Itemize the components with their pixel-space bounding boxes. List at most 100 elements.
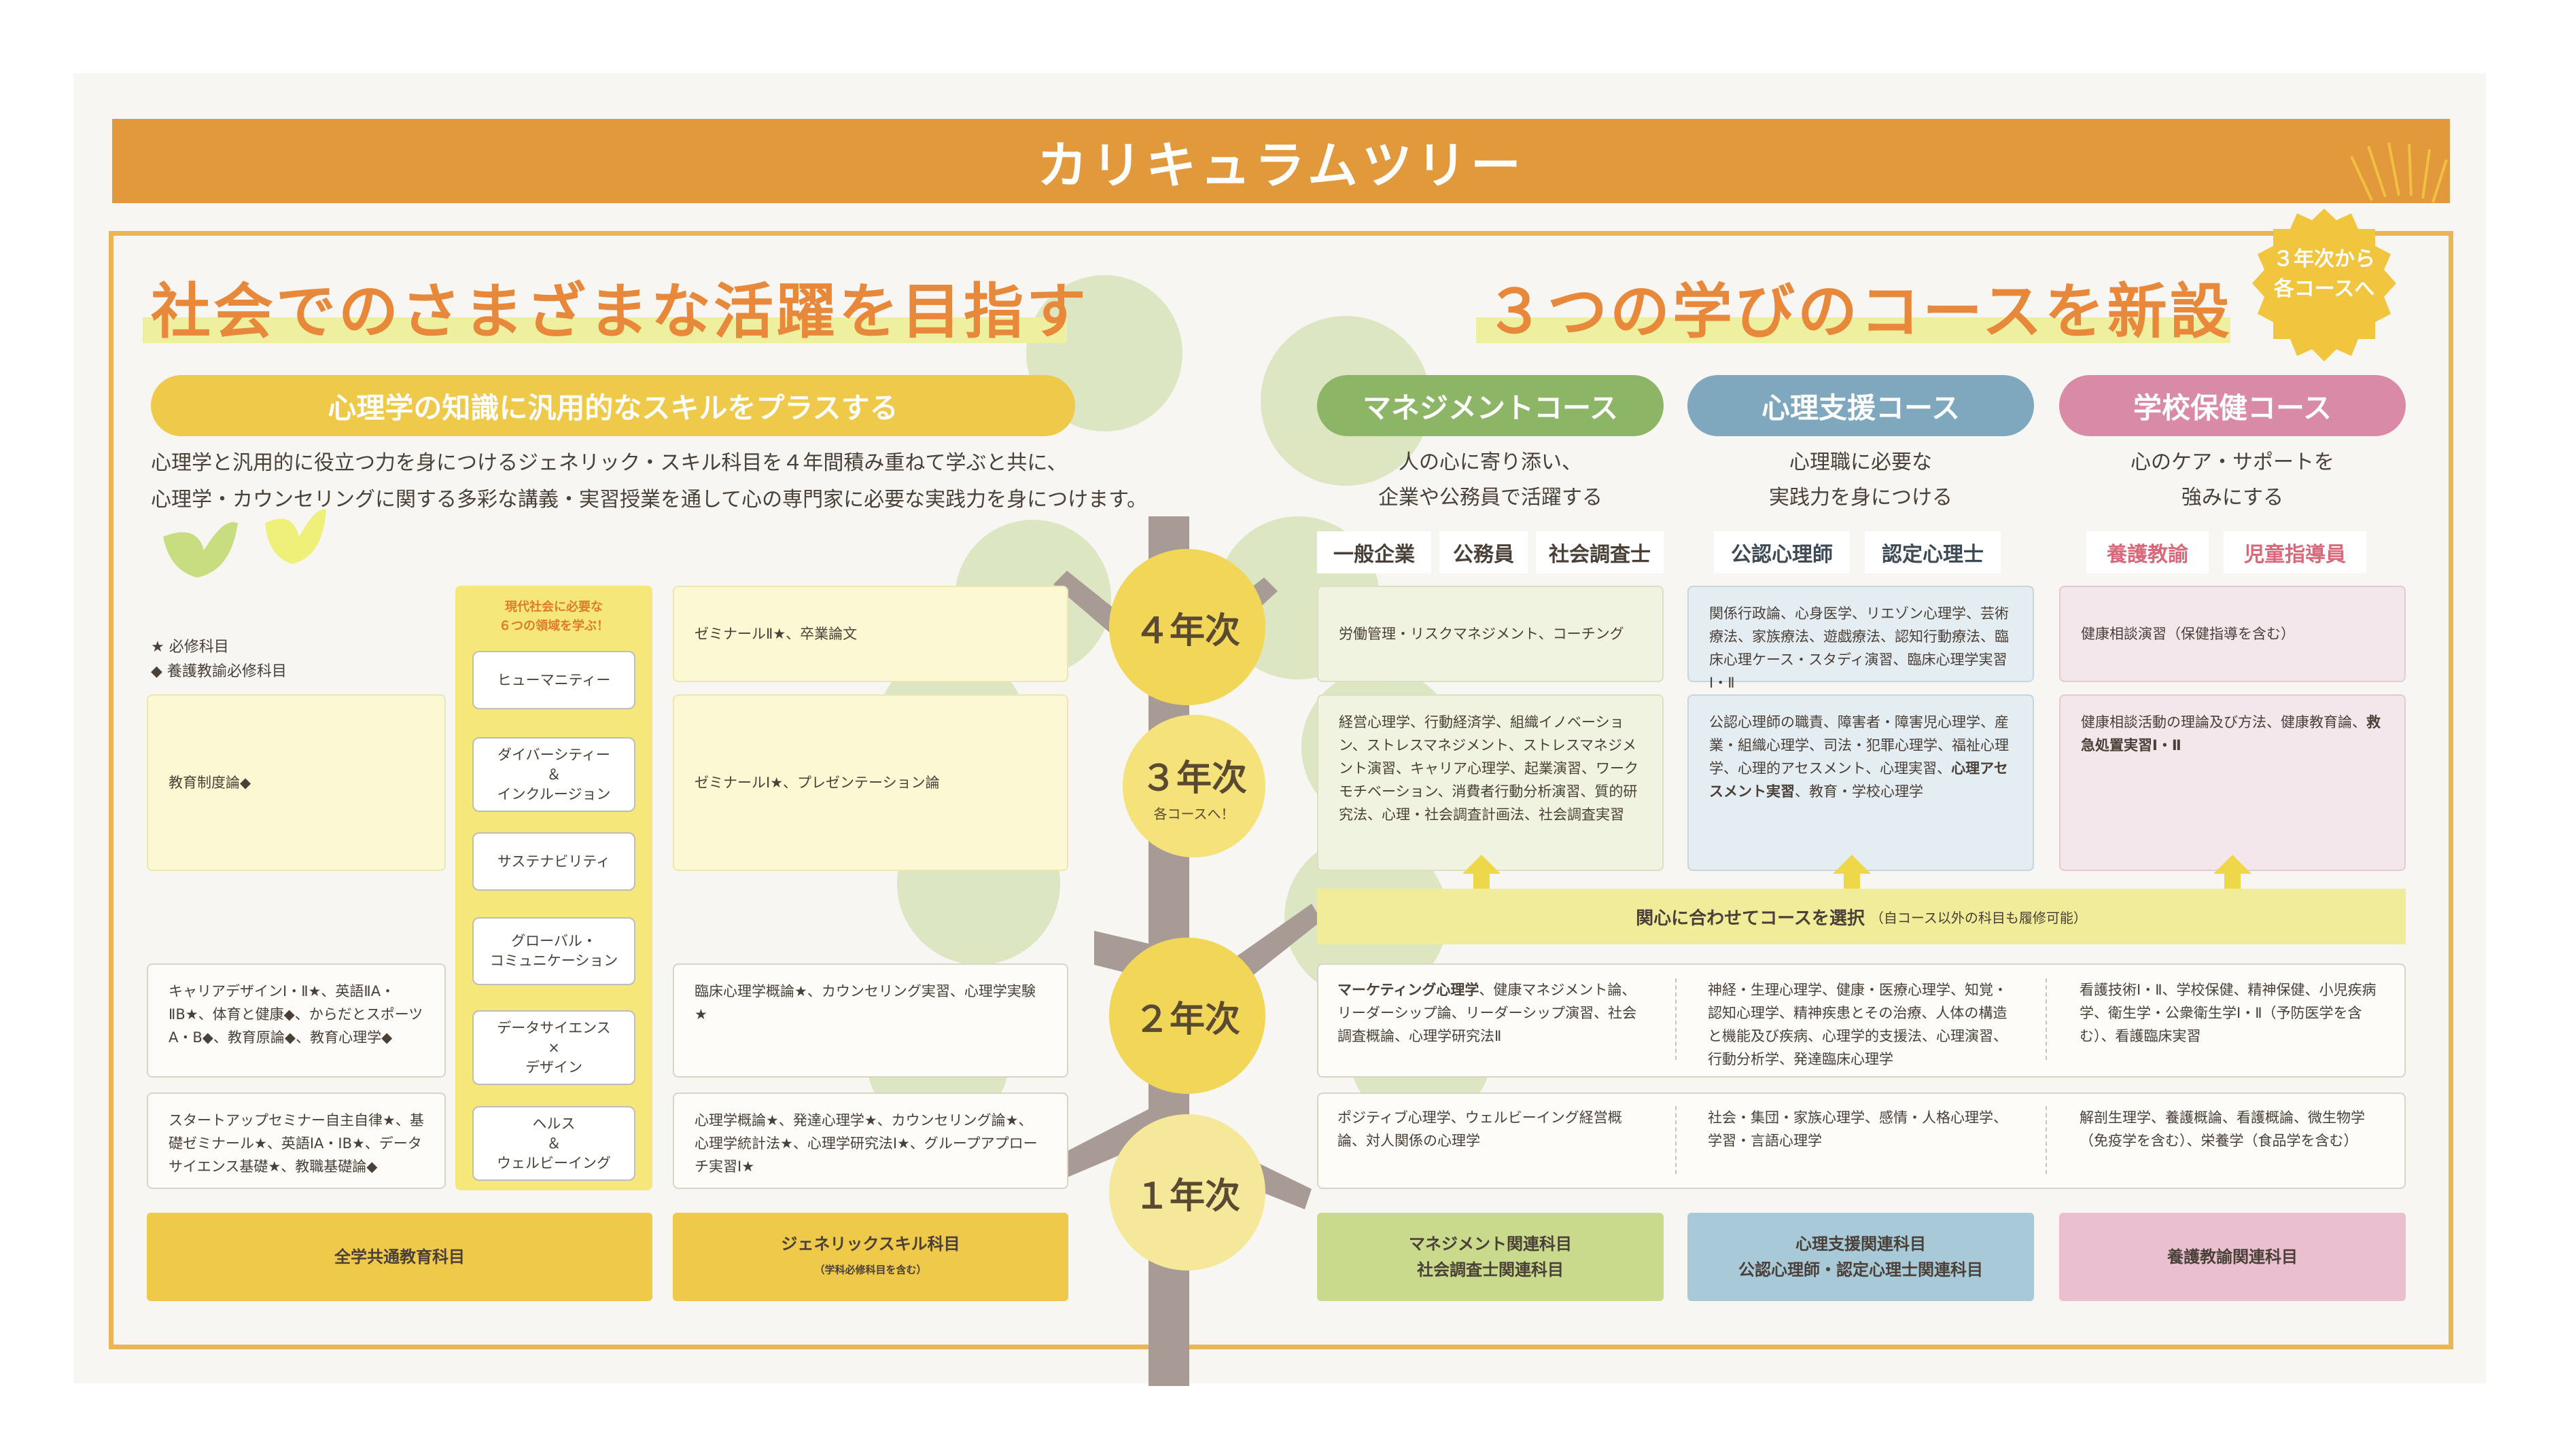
school-footer-line1: 養護教諭関連科目 xyxy=(2167,1247,2298,1266)
year-4-label: ４年次 xyxy=(1134,610,1240,652)
generic-y3-text: ゼミナールⅠ★、プレゼンテーション論 xyxy=(695,775,940,791)
skill-2-line1: ダイバーシティー xyxy=(497,746,610,763)
common-y3-box: 教育制度論◆ xyxy=(147,694,446,871)
right-heading: ３つの学びのコースを新設 xyxy=(1485,277,2232,347)
mgmt-y2-rest: 、健康マネジメント論、リーダーシップ論、リーダーシップ演習、社会調査概論、心理学… xyxy=(1337,982,1637,1044)
course-desc-psych-line1: 心理職に必要な xyxy=(1789,450,1932,474)
sun-rays-icon xyxy=(2350,142,2448,203)
skill-6-line3: ウェルビーイング xyxy=(497,1154,611,1171)
school-y3-bold: 救急処置実習Ⅰ・Ⅱ xyxy=(2081,714,2381,753)
skill-box-4: グローバル・コミュニケーション xyxy=(472,917,635,985)
arrow-up-icon xyxy=(1462,855,1501,891)
course-desc-school-line1: 心のケア・サポートを xyxy=(2131,450,2334,474)
tag-child-instructor: 児童指導員 xyxy=(2224,531,2366,573)
school-y4-text: 健康相談演習（保健指導を含む） xyxy=(2081,626,2295,642)
select-bar-main: 関心に合わせてコースを選択 xyxy=(1636,908,1865,929)
badge-seal-icon xyxy=(2252,209,2396,361)
badge-text: ３年次から 各コースへ xyxy=(2243,245,2406,304)
school-footer: 養護教諭関連科目 xyxy=(2059,1213,2406,1301)
tag-school-nurse: 養護教諭 xyxy=(2086,531,2209,573)
generic-footer-sub: （学科必修科目を含む） xyxy=(814,1264,927,1276)
heading-underline-right xyxy=(1476,317,2230,343)
skill-6-line1: ヘルス xyxy=(532,1115,576,1132)
tag-certified-psychologist: 公認心理師 xyxy=(1714,531,1850,573)
year-1-label: １年次 xyxy=(1134,1175,1240,1217)
skill-5-line2: × xyxy=(548,1039,560,1056)
course-desc-management-line1: 人の心に寄り添い、 xyxy=(1399,450,1582,474)
generic-footer-title: ジェネリックスキル科目 xyxy=(781,1235,960,1254)
course-desc-psych-support: 心理職に必要な実践力を身につける xyxy=(1687,445,2034,516)
divider xyxy=(2046,1106,2047,1174)
psych-y3-text: 公認心理師の職責、障害者・障害児心理学、産業・組織心理学、司法・犯罪心理学、福祉… xyxy=(1709,714,2009,777)
skill-4-line1: グローバル・ xyxy=(511,933,597,949)
mgmt-y1-text: ポジティブ心理学、ウェルビーイング経営概論、対人関係の心理学 xyxy=(1337,1109,1622,1149)
intro-text: 心理学と汎用的に役立つ力を身につけるジェネリック・スキル科目を４年間積み重ねて学… xyxy=(151,445,1170,518)
tag-general-company: 一般企業 xyxy=(1317,531,1431,573)
skill-box-2: ダイバーシティー＆インクルージョン xyxy=(472,737,635,812)
legend-star: ★ 必修科目 xyxy=(151,639,229,656)
arrow-up-icon xyxy=(1833,855,1871,891)
psych-y4-text: 関係行政論、心身医学、リエゾン心理学、芸術療法、家族療法、遊戯療法、認知行動療法… xyxy=(1709,605,2009,691)
course-desc-school-line2: 強みにする xyxy=(2181,486,2284,510)
divider xyxy=(1675,1106,1677,1174)
psych-footer-line2: 公認心理師・認定心理士関連科目 xyxy=(1738,1260,1983,1279)
legend: ★ 必修科目 ◆ 養護教諭必修科目 xyxy=(151,635,287,684)
intro-line2: 心理学・カウンセリングに関する多彩な講義・実習授業を通して心の専門家に必要な実践… xyxy=(151,488,1148,512)
psych-y4-box: 関係行政論、心身医学、リエゾン心理学、芸術療法、家族療法、遊戯療法、認知行動療法… xyxy=(1687,586,2034,691)
courses-y1-row xyxy=(1317,1093,2406,1189)
mgmt-y3-text: 経営心理学、行動経済学、組織イノベーション、ストレスマネジメント、ストレスマネジ… xyxy=(1339,714,1638,823)
intro-line1: 心理学と汎用的に役立つ力を身につけるジェネリック・スキル科目を４年間積み重ねて学… xyxy=(151,451,1068,475)
psych-y1-text: 社会・集団・家族心理学、感情・人格心理学、学習・言語心理学 xyxy=(1708,1109,2007,1149)
course-pill-psych-support: 心理支援コース xyxy=(1687,375,2034,436)
generic-y1-text: 心理学概論★、発達心理学★、カウンセリング論★、心理学統計法★、心理学研究法Ⅰ★… xyxy=(695,1112,1038,1175)
skill-1-line1: ヒューマニティー xyxy=(497,671,611,688)
generic-y1-box: 心理学概論★、発達心理学★、カウンセリング論★、心理学統計法★、心理学研究法Ⅰ★… xyxy=(673,1093,1068,1189)
course-desc-psych-line2: 実践力を身につける xyxy=(1769,486,1952,510)
skill-2-line3: インクルージョン xyxy=(497,785,611,802)
year-3-label: ３年次 xyxy=(1140,758,1247,799)
bird-icon xyxy=(163,509,326,578)
badge-line2: 各コースへ xyxy=(2273,277,2375,301)
content-frame xyxy=(109,231,2453,1349)
skill-3-line1: サステナビリティ xyxy=(497,853,611,870)
year-1-circle: １年次 xyxy=(1109,1114,1265,1271)
mgmt-footer-line2: 社会調査士関連科目 xyxy=(1417,1260,1564,1279)
school-y1-text: 解剖生理学、養護概論、看護概論、微生物学（免疫学を含む）、栄養学（食品学を含む） xyxy=(2080,1109,2365,1149)
psych-y3-box: 公認心理師の職責、障害者・障害児心理学、産業・組織心理学、司法・犯罪心理学、福祉… xyxy=(1687,694,2034,871)
generic-y3-box: ゼミナールⅠ★、プレゼンテーション論 xyxy=(673,694,1068,871)
skill-box-3: サステナビリティ xyxy=(472,832,635,891)
course-desc-management-line2: 企業や公務員で活躍する xyxy=(1378,486,1602,510)
course-pill-school-health: 学校保健コース xyxy=(2059,375,2406,436)
common-y3-text: 教育制度論◆ xyxy=(169,775,251,791)
mgmt-y2-bold: マーケティング心理学 xyxy=(1337,982,1479,998)
course-desc-management: 人の心に寄り添い、企業や公務員で活躍する xyxy=(1317,445,1664,516)
skill-box-5: データサイエンス×デザイン xyxy=(472,1010,635,1085)
tag-accredited-psychologist: 認定心理士 xyxy=(1865,531,2001,573)
generic-footer: ジェネリックスキル科目 （学科必修科目を含む） xyxy=(673,1213,1068,1301)
common-y1-box: スタートアップセミナー自主自律★、基礎ゼミナール★、英語ⅠA・ⅠB★、データサイ… xyxy=(147,1093,446,1189)
divider xyxy=(1675,978,1677,1060)
year-3-sub: 各コースへ！ xyxy=(1153,806,1235,822)
psych-y2-text: 神経・生理心理学、健康・医療心理学、知覚・認知心理学、精神疾患とその治療、人体の… xyxy=(1708,982,2007,1067)
psych-y3-tail: 、教育・学校心理学 xyxy=(1795,783,1923,800)
mgmt-footer: マネジメント関連科目 社会調査士関連科目 xyxy=(1317,1213,1664,1301)
generic-y4-box: ゼミナールⅡ★、卒業論文 xyxy=(673,586,1068,682)
psych-footer-line1: 心理支援関連科目 xyxy=(1795,1235,1926,1254)
school-y3-box: 健康相談活動の理論及び方法、健康教育論、救急処置実習Ⅰ・Ⅱ xyxy=(2059,694,2406,871)
mgmt-y4-text: 労働管理・リスクマネジメント、コーチング xyxy=(1339,626,1624,642)
school-y2-text: 看護技術Ⅰ・Ⅱ、学校保健、精神保健、小児疾病学、衛生学・公衆衛生学Ⅰ・Ⅱ（予防医… xyxy=(2080,982,2377,1044)
badge-line1: ３年次から xyxy=(2273,247,2375,271)
skills-header-line1: 現代社会に必要な xyxy=(505,600,603,614)
course-desc-school-health: 心のケア・サポートを強みにする xyxy=(2059,445,2406,516)
generic-y2-box: 臨床心理学概論★、カウンセリング実習、心理学実験★ xyxy=(673,963,1068,1078)
skill-box-6: ヘルス＆ウェルビーイング xyxy=(472,1106,635,1181)
common-y1-text: スタートアップセミナー自主自律★、基礎ゼミナール★、英語ⅠA・ⅠB★、データサイ… xyxy=(169,1112,424,1175)
skill-5-line1: データサイエンス xyxy=(497,1019,611,1036)
common-footer: 全学共通教育科目 xyxy=(147,1213,652,1301)
arrow-up-icon xyxy=(2213,855,2251,891)
school-y4-box: 健康相談演習（保健指導を含む） xyxy=(2059,586,2406,682)
generic-y2-text: 臨床心理学概論★、カウンセリング実習、心理学実験★ xyxy=(695,983,1036,1023)
tag-social-researcher: 社会調査士 xyxy=(1536,531,1664,573)
school-y3-text: 健康相談活動の理論及び方法、健康教育論、 xyxy=(2081,714,2366,730)
common-y2-text: キャリアデザインⅠ・Ⅱ★、英語ⅡA・ⅡB★、体育と健康◆、からだとスポーツA・B… xyxy=(169,983,423,1046)
